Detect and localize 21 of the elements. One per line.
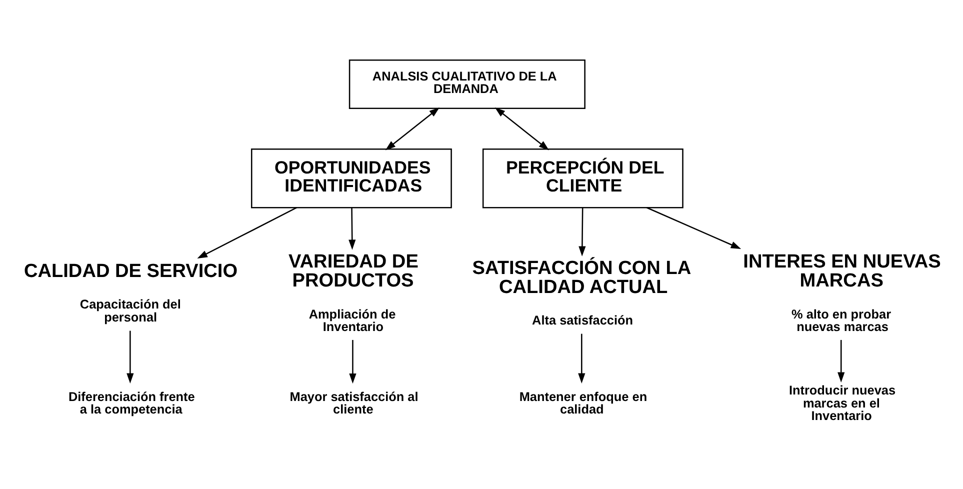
arrow [385,107,440,150]
node-text: VARIEDAD DE PRODUCTOS Ampliación de Inventario [288,251,418,334]
node-text: Diferenciación frente a la competencia [68,388,195,417]
arrow [197,207,298,259]
node-box: ANALSIS CUALITATIVO DE LA DEMANDA [348,59,586,110]
arrow [126,330,134,384]
node-text: Mantener enfoque en calidad [519,388,648,417]
arrow [348,208,356,250]
arrow [578,208,586,256]
node-text: SATISFACCIÓN CON LA CALIDAD ACTUAL Alta satisfacción [472,258,692,328]
arrow [494,107,550,150]
node-text: Introducir nuevas marcas en el Inventario [788,382,896,424]
arrow [349,340,356,384]
arrow [838,340,845,382]
node-text: CALIDAD DE SERVICIO Capacitación del personal [24,260,238,324]
node-text: INTERES EN NUEVAS MARCAS % alto en probar nuevas marcas [743,251,941,334]
arrow [578,334,586,384]
node-box: PERCEPCIÓN DEL CLIENTE [482,148,684,208]
node-box: OPORTUNIDADES IDENTIFICADAS [250,148,452,208]
node-text: Mayor satisfacción al cliente [290,388,418,417]
arrow [646,207,742,249]
